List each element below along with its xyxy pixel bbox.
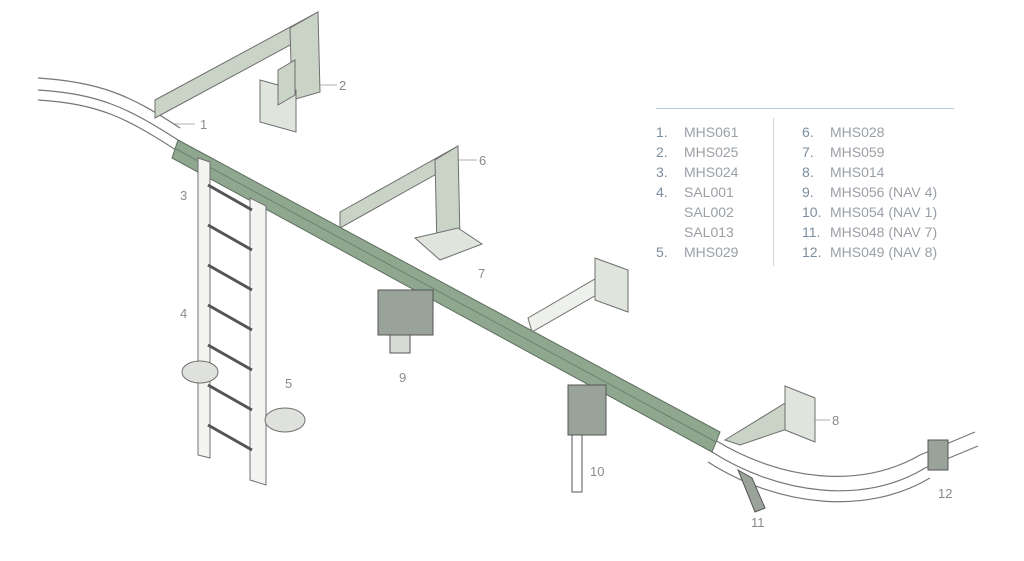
bracket-8 — [723, 385, 816, 446]
callout-1: 1 — [200, 117, 207, 132]
legend-item: SAL013 — [684, 224, 734, 240]
trolley-10 — [567, 384, 607, 493]
floor-anchor-5 — [181, 360, 306, 433]
curved-track-left — [37, 77, 181, 151]
legend-item: 12.MHS049 (NAV 8) — [802, 244, 938, 260]
callout-9: 9 — [399, 370, 406, 385]
legend-item: 8.MHS014 — [802, 164, 885, 180]
legend-item: SAL002 — [684, 204, 734, 220]
main-rail — [171, 139, 721, 453]
bracket-2 — [154, 11, 321, 133]
legend-column-left: 1.MHS061 2.MHS025 3.MHS024 4.SAL001 SAL0… — [656, 122, 738, 262]
bracket-7 — [527, 257, 629, 333]
callout-11: 11 — [751, 515, 765, 530]
legend-item: 2.MHS025 — [656, 144, 739, 160]
legend-item: 5.MHS029 — [656, 244, 739, 260]
callout-2: 2 — [339, 78, 346, 93]
legend-item: 6.MHS028 — [802, 124, 885, 140]
callout-10: 10 — [590, 464, 604, 479]
callout-6: 6 — [479, 153, 486, 168]
callout-8: 8 — [832, 413, 839, 428]
legend-item: 3.MHS024 — [656, 164, 739, 180]
callout-4: 4 — [180, 306, 187, 321]
end-stop-12 — [927, 439, 949, 471]
legend-column-right: 6.MHS028 7.MHS059 8.MHS014 9.MHS056 (NAV… — [802, 122, 937, 262]
legend-item: 4.SAL001 — [656, 184, 734, 200]
callout-3: 3 — [180, 188, 187, 203]
legend-divider — [773, 118, 774, 266]
legend-item: 10.MHS054 (NAV 1) — [802, 204, 938, 220]
connector-11 — [736, 468, 766, 513]
legend-item: 1.MHS061 — [656, 124, 739, 140]
callout-12: 12 — [938, 486, 952, 501]
bracket-6 — [339, 145, 484, 261]
ladder — [197, 157, 267, 486]
trolley-9 — [377, 289, 434, 354]
parts-legend: 1.MHS061 2.MHS025 3.MHS024 4.SAL001 SAL0… — [656, 108, 956, 266]
callout-5: 5 — [285, 376, 292, 391]
legend-rule — [656, 108, 954, 109]
callout-7: 7 — [478, 266, 485, 281]
legend-item: 9.MHS056 (NAV 4) — [802, 184, 938, 200]
curved-track-right — [707, 431, 979, 503]
legend-item: 7.MHS059 — [802, 144, 885, 160]
legend-item: 11.MHS048 (NAV 7) — [802, 224, 938, 240]
